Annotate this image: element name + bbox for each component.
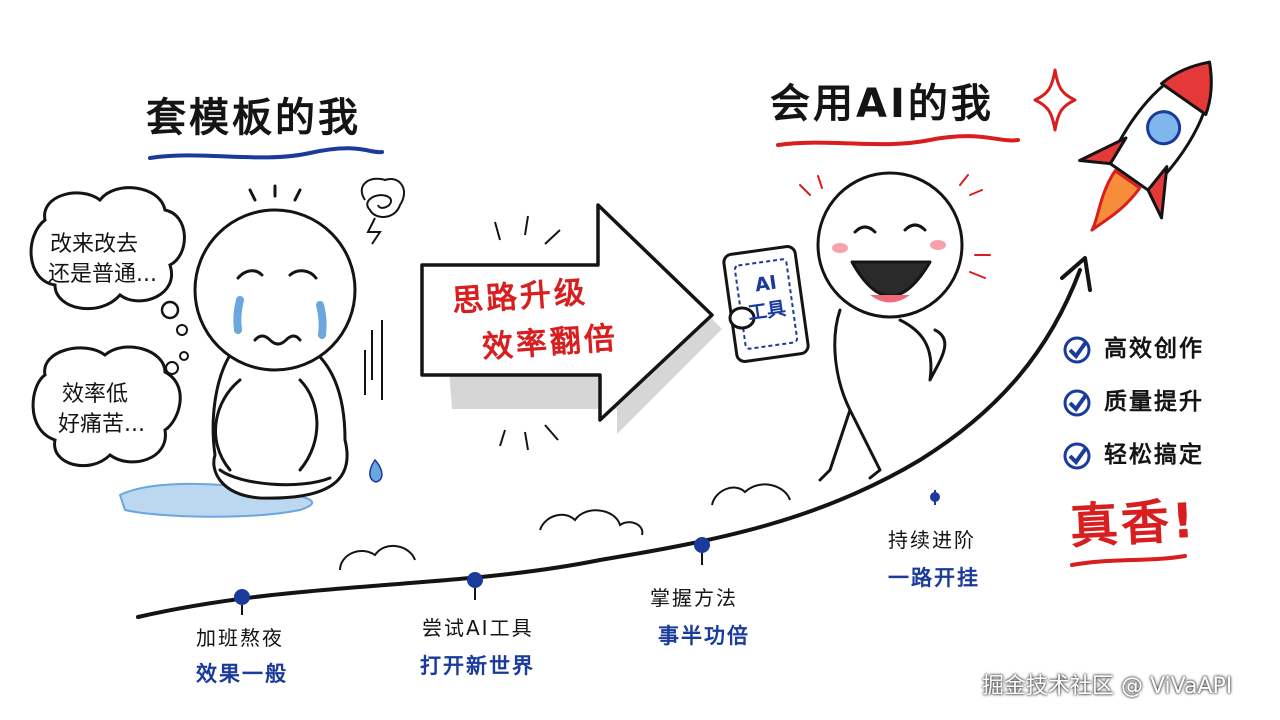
exclaim-text: 真香! bbox=[1068, 492, 1199, 556]
right-title: 会用AI的我 bbox=[770, 81, 994, 127]
check-label-2: 质量提升 bbox=[1104, 389, 1204, 415]
milestone-4-bottom: 一路开挂 bbox=[888, 566, 980, 590]
rocket-icon bbox=[1078, 60, 1213, 232]
bubble-top-line2: 还是普通... bbox=[48, 262, 157, 287]
cloud-2 bbox=[539, 509, 644, 536]
milestone-dot-2 bbox=[467, 572, 483, 588]
stress-scribble-icon bbox=[360, 177, 405, 245]
motion-lines bbox=[364, 320, 383, 400]
right-title-underline bbox=[776, 134, 1020, 147]
check-icon-2 bbox=[1063, 389, 1091, 417]
bubble-top-line1: 改来改去 bbox=[50, 232, 139, 257]
bubble-bottom-line1: 效率低 bbox=[62, 382, 129, 407]
arrow-line2: 效率翻倍 bbox=[480, 320, 620, 366]
thought-bubble-top bbox=[29, 186, 188, 336]
milestone-1-top: 加班熬夜 bbox=[196, 626, 284, 650]
check-label-3: 轻松搞定 bbox=[1104, 442, 1204, 468]
cloud-1 bbox=[339, 545, 416, 571]
tablet-line1: AI bbox=[753, 271, 779, 297]
left-title-underline bbox=[148, 146, 384, 160]
thought-bubble-bottom bbox=[31, 345, 189, 468]
milestone-2-bottom: 打开新世界 bbox=[420, 654, 535, 678]
cloud-3 bbox=[711, 483, 791, 506]
happy-stickman-icon bbox=[799, 171, 991, 482]
sparkle-icon bbox=[1033, 68, 1077, 132]
left-title: 套模板的我 bbox=[146, 95, 361, 141]
curve-arrowhead bbox=[1060, 256, 1092, 292]
milestone-dot-1 bbox=[234, 589, 250, 605]
bubble-bottom-line2: 好痛苦... bbox=[58, 412, 145, 437]
check-icon-1 bbox=[1063, 336, 1091, 364]
milestone-4-top: 持续进阶 bbox=[888, 528, 976, 552]
milestone-3-top: 掌握方法 bbox=[650, 586, 738, 610]
exclaim-underline bbox=[1070, 554, 1187, 567]
sad-stickman-icon bbox=[193, 184, 357, 500]
big-arrow-icon bbox=[420, 203, 722, 451]
milestone-3-bottom: 事半功倍 bbox=[658, 624, 750, 648]
check-icon-3 bbox=[1063, 442, 1091, 470]
check-label-1: 高效创作 bbox=[1104, 336, 1204, 362]
milestone-dot-3 bbox=[694, 537, 710, 553]
milestone-2-top: 尝试AI工具 bbox=[422, 616, 534, 640]
tablet-icon bbox=[722, 245, 810, 363]
tear-drop bbox=[369, 458, 383, 483]
tablet-line2: 工具 bbox=[746, 297, 788, 325]
milestone-1-bottom: 效果一般 bbox=[196, 662, 288, 686]
arrow-line1: 思路升级 bbox=[450, 274, 590, 320]
growth-curve-arrow-icon bbox=[136, 268, 1082, 619]
watermark: 掘金技术社区 @ ViVaAPI bbox=[982, 674, 1233, 699]
